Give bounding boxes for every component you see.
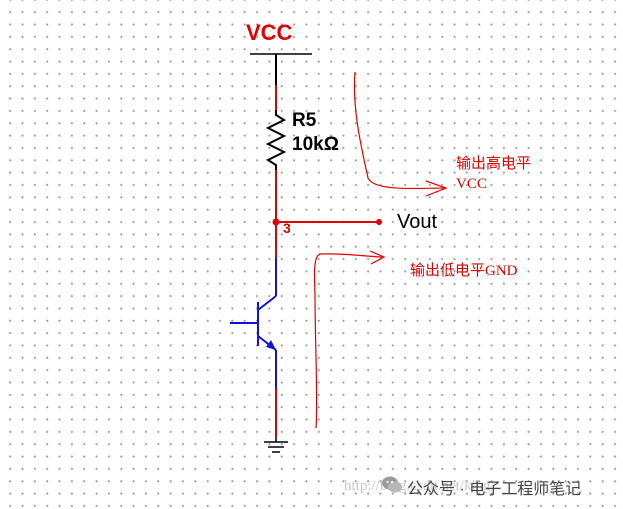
vcc-label: VCC <box>246 20 293 45</box>
resistor-name-label: R5 <box>292 110 317 131</box>
emitter-arrow <box>266 340 276 350</box>
watermark-url: http://blog.csdn.net/king <box>344 478 491 494</box>
ground-symbol <box>264 437 288 453</box>
low-output-arrowhead <box>369 250 386 265</box>
low-output-arrow <box>313 253 383 429</box>
high-output-arrow <box>353 71 446 190</box>
vout-terminal <box>376 219 382 225</box>
high-output-arrowhead <box>425 180 448 197</box>
vout-label: Vout <box>397 211 438 233</box>
wechat-icon <box>382 476 402 493</box>
node-number-label: 3 <box>283 220 291 236</box>
resistor-value-label: 10kΩ <box>292 134 339 155</box>
resistor-r5-symbol <box>265 110 287 170</box>
npn-transistor-symbol <box>230 258 277 388</box>
high-output-annotation: 输出高电平VCC <box>456 156 532 192</box>
low-output-annotation: 输出低电平GND <box>410 263 518 279</box>
watermark-brand: 公众号 · 电子工程师笔记 <box>407 481 582 498</box>
